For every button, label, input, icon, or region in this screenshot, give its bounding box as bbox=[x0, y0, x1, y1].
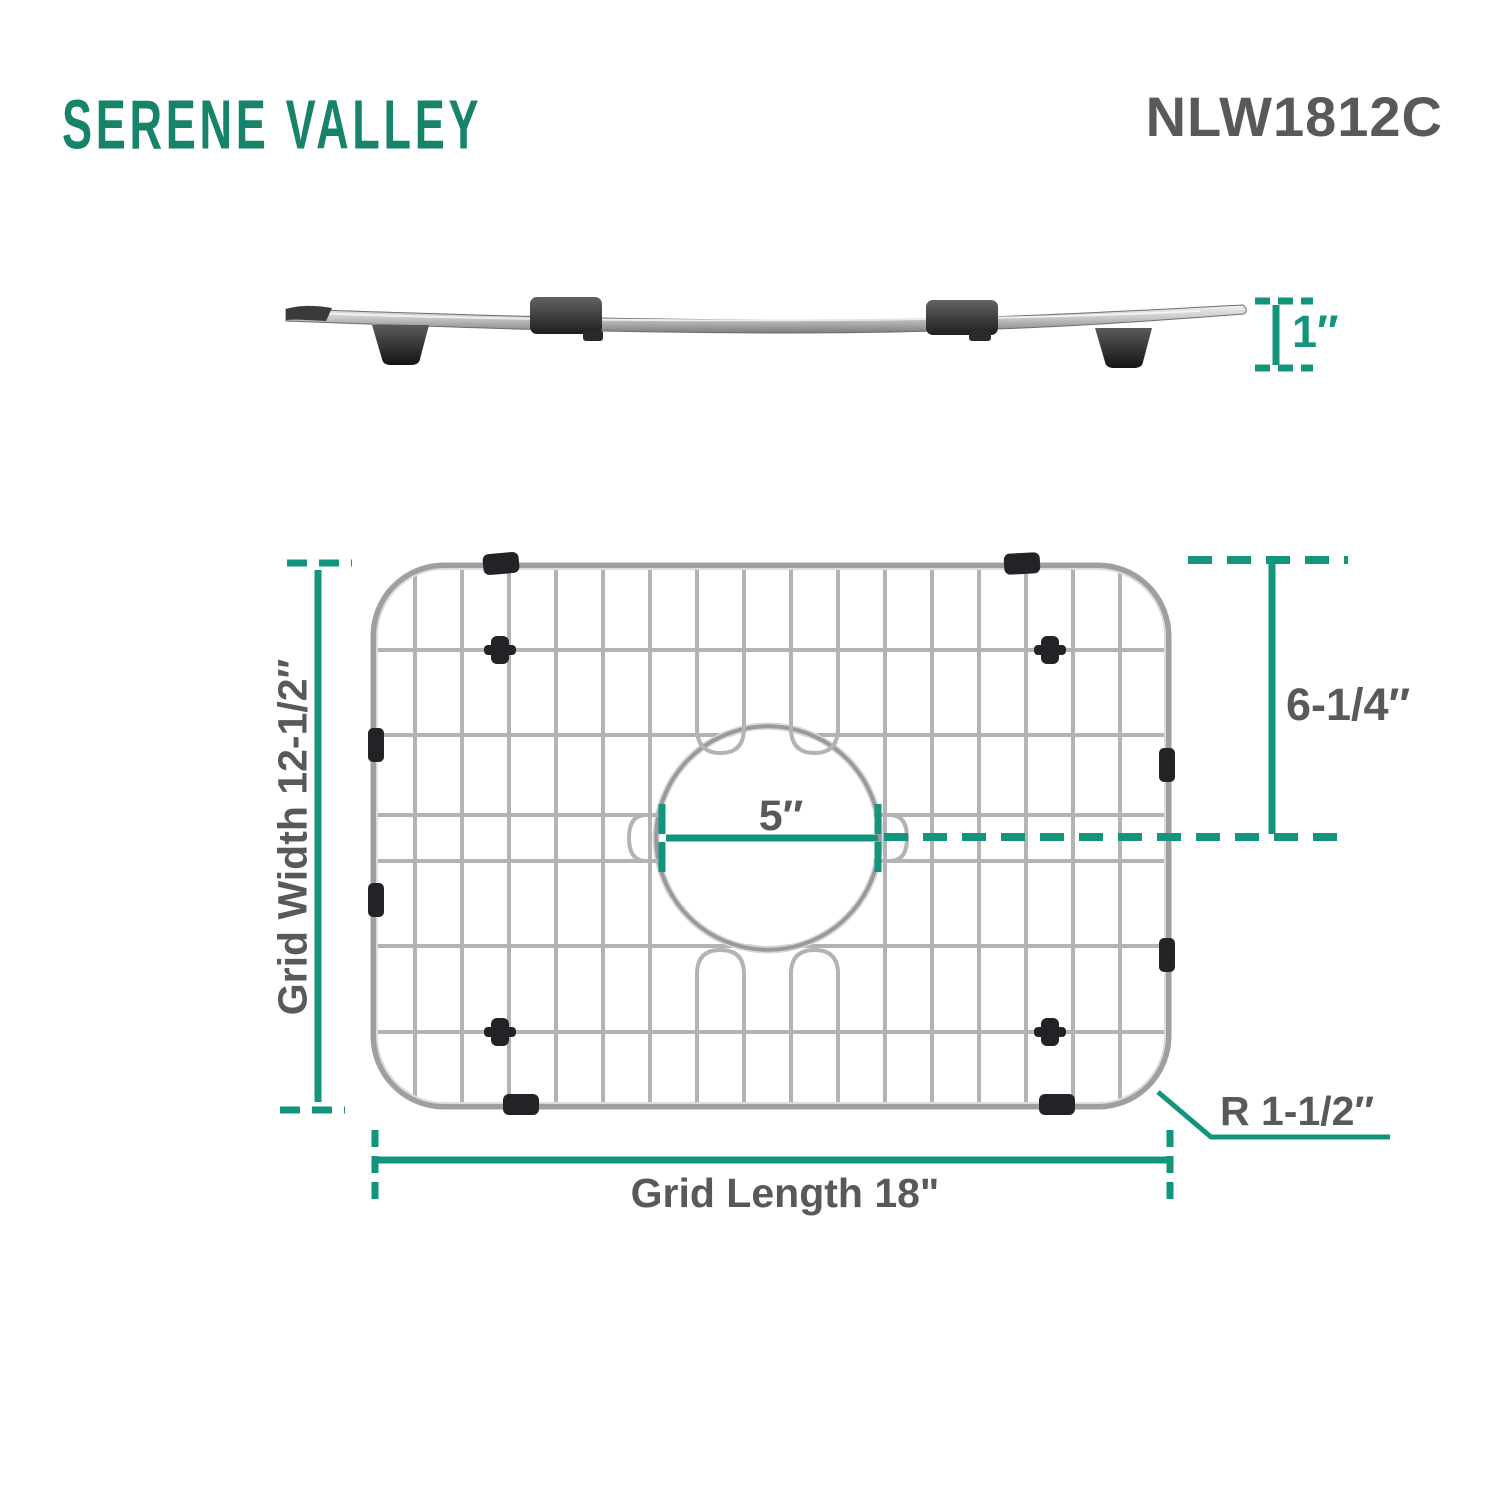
drain-hole-ring bbox=[652, 722, 884, 954]
hole-u-bend-wires bbox=[626, 567, 910, 1105]
side-clip-right bbox=[926, 300, 998, 341]
width-dimension-lines bbox=[280, 559, 352, 1114]
side-foot-right bbox=[1095, 328, 1152, 368]
hole-dimension-label: 5″ bbox=[758, 792, 804, 840]
radius-leader-line bbox=[1156, 1090, 1390, 1140]
radius-dimension-label: R 1-1/2″ bbox=[1220, 1088, 1375, 1134]
top-view-grid bbox=[368, 551, 1175, 1115]
side-foot-left bbox=[372, 325, 429, 365]
grid-bumpers bbox=[368, 551, 1175, 1115]
offset-dimension-label: 6-1/4″ bbox=[1286, 679, 1411, 730]
side-clip-left bbox=[530, 297, 603, 341]
side-view-grid bbox=[285, 297, 1247, 368]
brand-logo: SERENE VALLEY bbox=[62, 87, 483, 165]
grid-cross-clips bbox=[484, 636, 1066, 1046]
height-dimension-label: 1″ bbox=[1292, 306, 1339, 357]
rod-highlight bbox=[309, 310, 1201, 322]
offset-dimension-lines bbox=[884, 556, 1348, 841]
hole-dimension-lines bbox=[658, 804, 882, 874]
rod-left-tip bbox=[286, 305, 332, 321]
model-number: NLW1812C bbox=[1145, 85, 1443, 148]
width-dimension-label: Grid Width 12-1/2″ bbox=[269, 658, 316, 1016]
length-dimension-lines bbox=[371, 1130, 1174, 1203]
height-dimension-lines bbox=[1255, 297, 1313, 372]
length-dimension-label: Grid Length 18" bbox=[630, 1170, 940, 1216]
